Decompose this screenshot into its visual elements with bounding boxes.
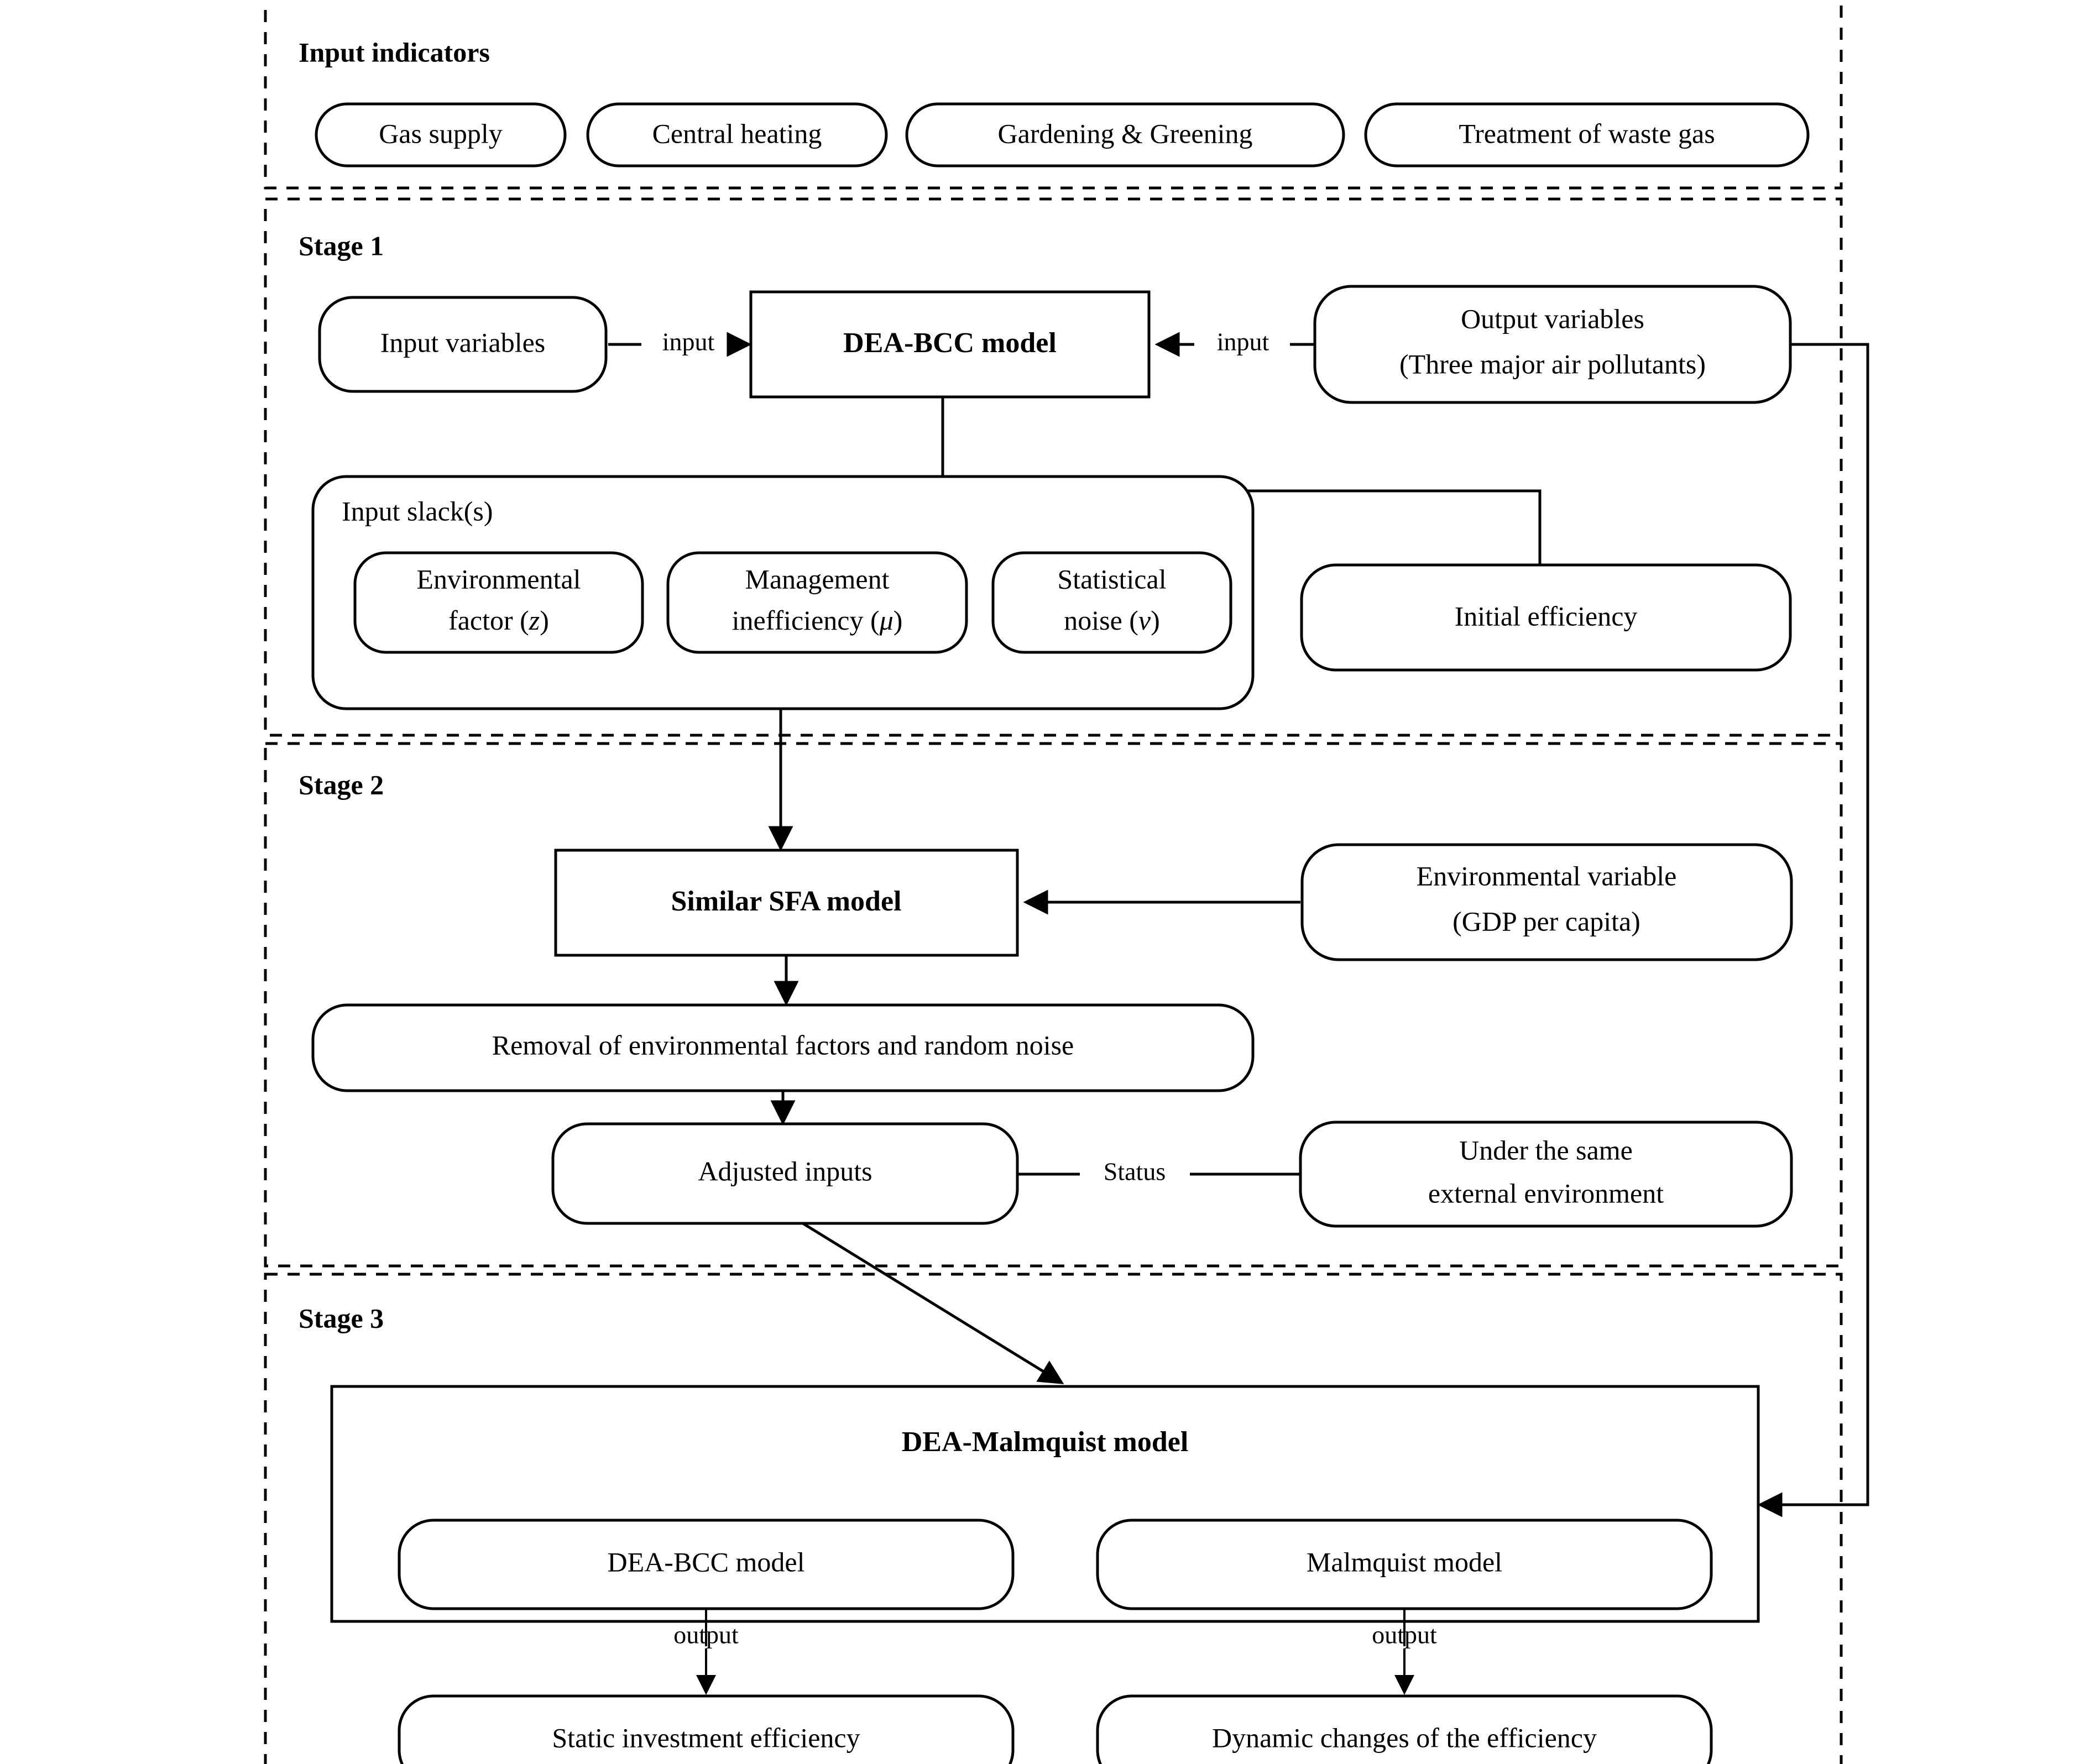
node-slack-management-inefficiency-line1: Management [745,563,889,594]
panel-stage-3-label: Stage 3 [299,1302,384,1333]
node-slack-statistical-noise-line1: Statistical [1057,563,1166,594]
node-same-external-environment-line2: external environment [1428,1177,1664,1208]
edge-output-right-label: output [1372,1621,1437,1649]
node-environmental-variable[interactable] [1300,843,1793,961]
node-dea-bcc-model[interactable] [749,290,1151,399]
node-stage3-dea-bcc-model-label: DEA-BCC model [608,1546,805,1577]
node-central-heating[interactable] [586,102,888,167]
node-initial-efficiency[interactable] [1300,563,1792,672]
edge-input-right-label: input [1217,328,1269,356]
panel-stage-2-label: Stage 2 [299,769,384,800]
node-input-variables[interactable] [318,296,608,393]
node-slack-statistical-noise-box[interactable] [991,551,1232,654]
group-dea-malmquist-model-label: DEA-Malmquist model [902,1426,1189,1458]
node-gas-supply-label: Gas supply [379,118,503,149]
node-removal-environmental-factors-label: Removal of environmental factors and ran… [492,1029,1074,1060]
panel-stage-1-label: Stage 1 [299,230,384,261]
panel-stage-1-border [264,197,1843,737]
node-treatment-waste-gas-label: Treatment of waste gas [1459,118,1715,149]
node-dynamic-changes-efficiency-label: Dynamic changes of the efficiency [1212,1722,1597,1753]
panel-stage-1: Stage 1 Input variables input DEA-BCC mo… [264,197,1843,737]
edge-output-left-label: output [673,1621,739,1649]
node-gas-supply[interactable] [315,102,567,167]
node-same-external-environment-line1: Under the same [1459,1134,1633,1165]
node-output-variables-line1: Output variables [1461,303,1644,334]
node-treatment-waste-gas[interactable] [1364,102,1810,167]
node-same-external-environment[interactable] [1299,1121,1793,1228]
edge-adjusted-to-malmquist [802,1222,1064,1384]
node-gardening-greening[interactable] [905,102,1345,167]
node-slack-management-inefficiency[interactable]: Management inefficiency (μ) [666,551,968,654]
panel-input-indicators-border [264,0,1843,190]
edge-input-left-label: input [662,328,715,356]
node-initial-efficiency-label: Initial efficiency [1455,600,1638,631]
node-input-variables-label: Input variables [380,327,546,358]
node-dynamic-changes-efficiency[interactable] [1096,1694,1713,1764]
node-slack-environmental-factor[interactable]: Environmental factor (z) [353,551,644,654]
panel-input-indicators-label: Input indicators [299,36,490,67]
edge-output-variables-feedback [1757,343,1869,1517]
node-output-variables-line2: (Three major air pollutants) [1399,348,1706,379]
group-input-slacks-label: Input slack(s) [342,495,493,526]
node-environmental-variable-line2: (GDP per capita) [1452,905,1640,936]
node-slack-statistical-noise-line2: noise (v) [1064,605,1160,636]
node-malmquist-model-label: Malmquist model [1307,1546,1502,1577]
panel-stage-3-border [264,1273,1843,1764]
node-similar-sfa-model-label: Similar SFA model [671,886,902,917]
panel-stage-2-border [264,742,1843,1268]
node-slack-management-inefficiency-box[interactable] [666,551,968,654]
node-slack-management-inefficiency-line2: inefficiency (μ) [732,605,903,636]
node-slack-environmental-factor-line1: Environmental [416,563,581,594]
node-environmental-variable-line1: Environmental variable [1417,860,1677,891]
panel-stage-2: Stage 2 Similar SFA model Environmental … [264,709,1843,1268]
node-dea-bcc-model-label: DEA-BCC model [843,327,1057,359]
node-slack-environmental-factor-box[interactable] [353,551,644,654]
node-slack-statistical-noise[interactable]: Statistical noise (v) [991,551,1232,654]
node-adjusted-inputs-label: Adjusted inputs [698,1155,872,1186]
node-gardening-greening-label: Gardening & Greening [998,118,1253,149]
panel-stage-3: Stage 3 DEA-Malmquist model DEA-BCC mode… [264,343,1869,1764]
node-slack-environmental-factor-line2: factor (z) [448,605,549,636]
node-static-investment-efficiency-label: Static investment efficiency [552,1722,860,1753]
panel-input-indicators: Input indicators Gas supply Central heat… [264,0,1843,190]
node-central-heating-label: Central heating [652,118,822,149]
node-static-investment-efficiency[interactable] [398,1694,1015,1764]
edge-status-label: Status [1104,1158,1166,1186]
